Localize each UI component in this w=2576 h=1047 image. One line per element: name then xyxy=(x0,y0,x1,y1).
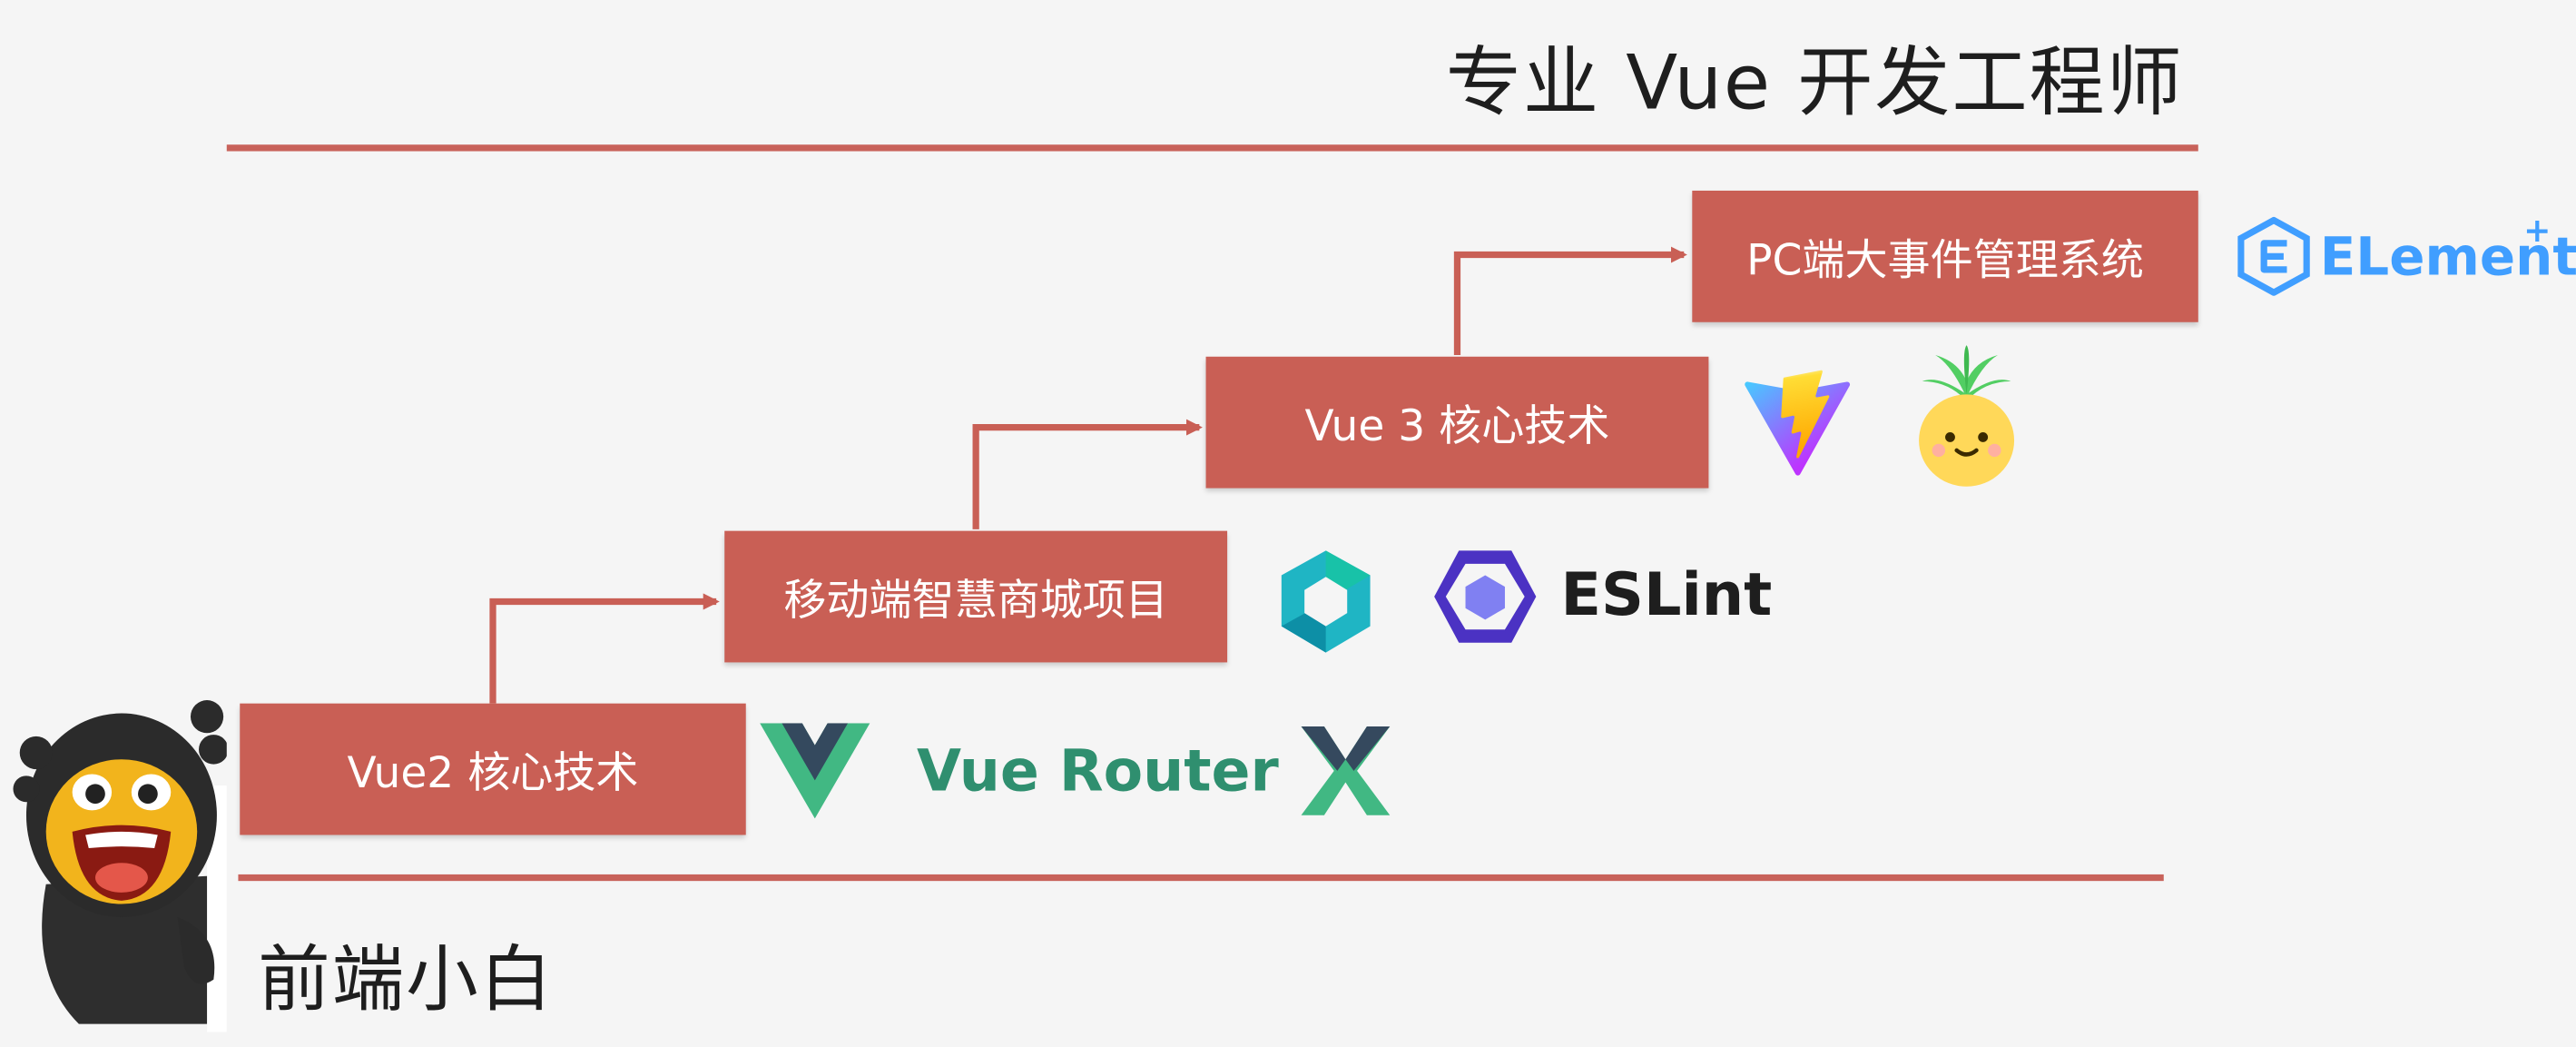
element-plus-logo-icon xyxy=(2237,216,2310,296)
monkey-mascot-icon xyxy=(13,700,227,1032)
bottom-divider xyxy=(238,874,2164,882)
step-vue3-core: Vue 3 核心技术 xyxy=(1205,356,1709,489)
step-mobile-mall-project: 移动端智慧商城项目 xyxy=(724,530,1228,663)
eslint-logo-icon xyxy=(1434,550,1537,643)
target-title: 专业 Vue 开发工程师 xyxy=(1445,37,2184,127)
pinia-logo-icon xyxy=(1919,345,2015,487)
element-plus-sign: + xyxy=(2523,210,2551,251)
eslint-label: ESLint xyxy=(1560,562,1773,630)
vue-router-label: Vue Router xyxy=(916,739,1279,805)
step-pc-admin-system: PC端大事件管理系统 xyxy=(1692,190,2198,322)
vite-logo-icon xyxy=(1745,370,1851,476)
arrow-step2-to-step3 xyxy=(972,419,1203,529)
arrow-step3-to-step4 xyxy=(1453,246,1687,355)
top-divider xyxy=(226,144,2198,152)
arrow-step1-to-step2 xyxy=(489,593,720,704)
vuex-logo-icon xyxy=(1301,726,1391,815)
vue-logo-icon xyxy=(760,723,870,819)
beginner-title: 前端小白 xyxy=(258,938,554,1022)
step-vue2-core: Vue2 核心技术 xyxy=(240,703,746,835)
vant-logo-icon xyxy=(1281,550,1371,653)
element-label: ELement xyxy=(2319,224,2576,288)
